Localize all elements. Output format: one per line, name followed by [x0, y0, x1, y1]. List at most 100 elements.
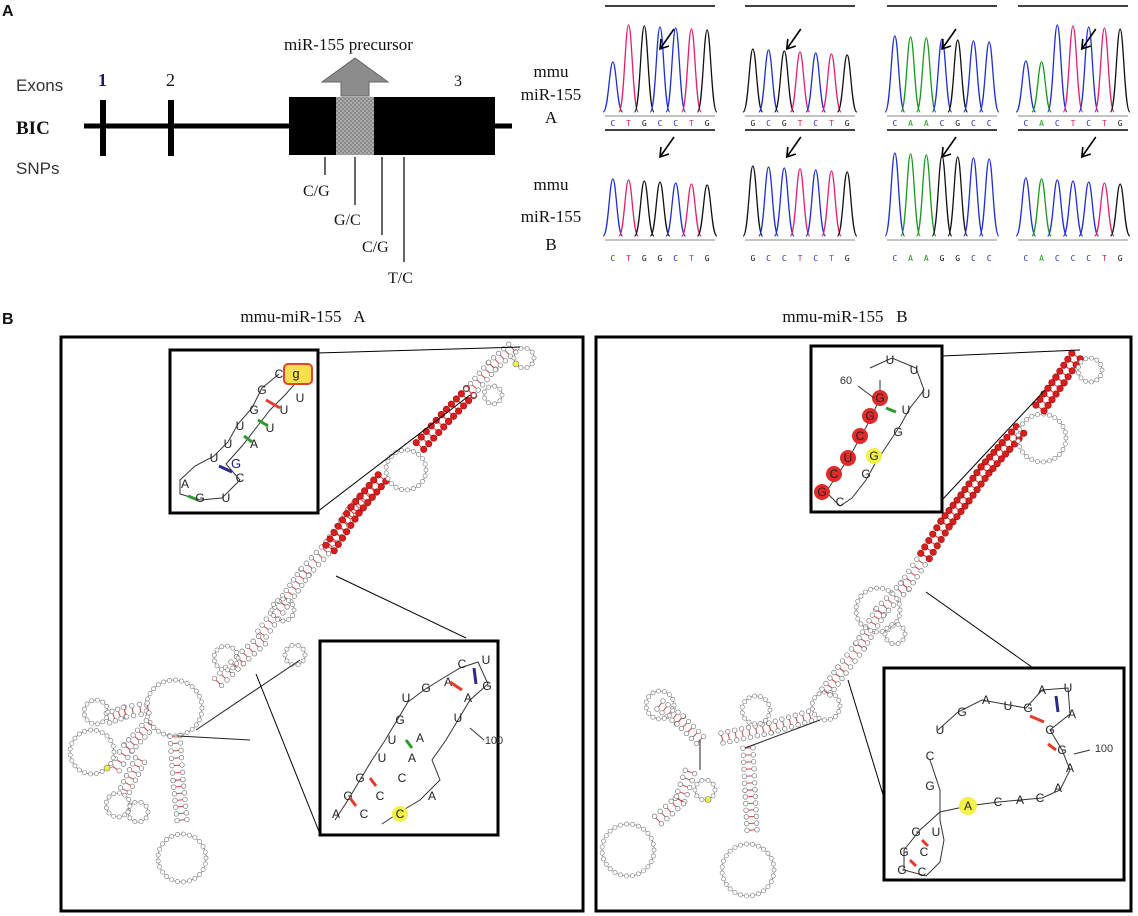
nucleotide: [129, 703, 135, 709]
snp-arrow-head-icon: [1080, 146, 1092, 159]
nucleotide: [835, 681, 841, 687]
nucleotide: [727, 738, 733, 745]
trace-peak: [742, 48, 764, 113]
nucleotide: [751, 766, 757, 772]
trace-peak: [649, 26, 671, 113]
nucleotide: [752, 787, 758, 793]
nucleotide-letter: U: [482, 653, 491, 667]
highlighted-nucleotide: [826, 466, 842, 482]
trace-base-letter: C: [813, 119, 818, 128]
nucleotide: [770, 873, 776, 879]
nucleotide: [109, 708, 115, 714]
nucleotide: [173, 804, 179, 810]
nucleotide: [752, 780, 758, 786]
nucleotide: [184, 730, 190, 736]
nucleotide: [1010, 440, 1018, 448]
nucleotide-letter: G: [1023, 701, 1032, 715]
nucleotide: [308, 555, 314, 561]
base-pair-bond: [1029, 714, 1045, 724]
nucleotide: [738, 842, 743, 848]
nucleotide: [650, 714, 656, 720]
nucleotide: [287, 582, 293, 588]
nucleotide: [1089, 355, 1094, 361]
trace-base-letter: C: [1086, 254, 1091, 263]
nucleotide: [721, 876, 726, 882]
nucleotide: [889, 641, 895, 646]
nucleotide: [1044, 384, 1052, 392]
snp-arrow-icon: [1081, 136, 1097, 158]
nucleotide: [88, 727, 93, 733]
nucleotide: [694, 781, 700, 787]
nucleotide: [768, 879, 774, 885]
snps-label: SNPs: [16, 159, 59, 178]
nucleotide: [138, 765, 145, 771]
nucleotide: [864, 640, 871, 646]
nucleotide: [1017, 444, 1023, 450]
nucleotide: [646, 710, 652, 716]
trace-base-letter: A: [1039, 254, 1044, 263]
nucleotide: [167, 677, 172, 683]
nucleotide: [143, 815, 149, 821]
nucleotide-letter: C: [458, 657, 467, 671]
nucleotide: [359, 504, 367, 512]
nucleotide-letter: U: [236, 419, 245, 433]
nucleotide: [648, 835, 654, 841]
zoom-line: [335, 575, 467, 639]
snp-arrow-head-icon: [785, 38, 797, 51]
trace-peak: [1031, 61, 1052, 113]
trace-peak: [602, 61, 624, 113]
nucleotide: [961, 485, 969, 494]
nucleotide: [1002, 450, 1010, 458]
nucleotide: [115, 706, 121, 712]
trace-base-letter: G: [940, 254, 945, 263]
nucleotide: [1064, 373, 1072, 381]
nucleotide: [133, 743, 139, 750]
nucleotide-letter: C: [396, 807, 405, 821]
backbone-link: [195, 659, 301, 731]
nucleotide: [1044, 401, 1052, 409]
nucleotide: [465, 397, 473, 405]
nucleotide: [385, 476, 391, 482]
nucleotide: [116, 749, 123, 755]
nucleotide: [126, 797, 132, 802]
nucleotide: [874, 623, 881, 629]
trace-base-letter: T: [689, 119, 694, 128]
nucleotide: [1057, 419, 1062, 424]
nucleotide: [110, 755, 116, 761]
nucleotide-letter: C: [236, 471, 245, 485]
nucleotide: [239, 648, 245, 654]
nucleotide: [1029, 413, 1035, 419]
nucleotide: [151, 686, 157, 692]
nucleotide: [990, 448, 998, 456]
nucleotide: [104, 733, 110, 739]
trace-base-letter: T: [626, 119, 631, 128]
trace-peak: [1109, 183, 1131, 237]
nucleotide: [120, 779, 127, 785]
nucleotide: [765, 884, 771, 890]
nucleotide: [457, 390, 465, 398]
nucleotide: [725, 729, 731, 735]
nucleotide: [678, 725, 685, 732]
nucleotide: [214, 663, 220, 669]
nucleotide: [118, 716, 124, 722]
nucleotide: [262, 641, 269, 647]
nucleotide: [831, 669, 837, 676]
gene-name-label: BIC: [16, 118, 50, 139]
nucleotide: [874, 629, 879, 635]
trace-base-letter: C: [987, 119, 992, 128]
nucleotide: [878, 600, 885, 606]
nucleotide: [683, 730, 690, 737]
trace-base-letter: G: [1118, 119, 1123, 128]
tick-mark: [469, 727, 485, 741]
trace-peak: [1078, 181, 1100, 237]
nucleotide-letter: C: [856, 429, 865, 443]
nucleotide: [1048, 396, 1056, 404]
nucleotide-letter: G: [195, 491, 204, 505]
nucleotide: [125, 754, 131, 761]
trace-base-letter: G: [705, 254, 710, 263]
nucleotide: [199, 705, 205, 711]
nucleotide: [181, 879, 186, 885]
